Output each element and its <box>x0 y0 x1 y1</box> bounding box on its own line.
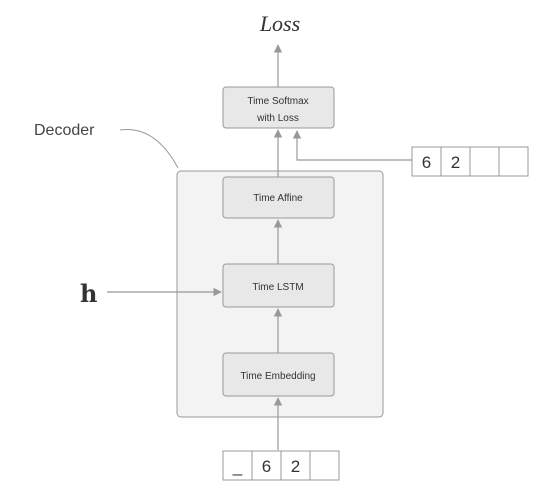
hidden-state-label: h <box>80 279 97 308</box>
decoder-leader-line <box>119 128 179 169</box>
embedding-label: Time Embedding <box>240 371 315 382</box>
decoder-label: Decoder <box>34 122 95 139</box>
arrow-target-to-softmax <box>292 130 412 161</box>
target-cell-3 <box>498 146 529 177</box>
input-sequence: _ 6 2 <box>222 450 340 481</box>
softmax-label-line2: with Loss <box>256 113 299 124</box>
input-cell-2 <box>280 450 311 481</box>
loss-label: Loss <box>259 11 300 36</box>
input-token-1: 6 <box>262 457 271 476</box>
target-token-0: 6 <box>422 153 431 172</box>
target-sequence: 6 2 <box>411 146 529 177</box>
input-token-0: _ <box>232 457 243 476</box>
input-cell-1 <box>251 450 282 481</box>
input-cell-0 <box>222 450 253 481</box>
input-cell-3 <box>309 450 340 481</box>
lstm-label: Time LSTM <box>252 282 303 293</box>
target-token-1: 2 <box>451 153 460 172</box>
affine-label: Time Affine <box>253 193 303 204</box>
input-token-2: 2 <box>291 457 300 476</box>
target-cell-2 <box>469 146 500 177</box>
softmax-label-line1: Time Softmax <box>247 96 308 107</box>
